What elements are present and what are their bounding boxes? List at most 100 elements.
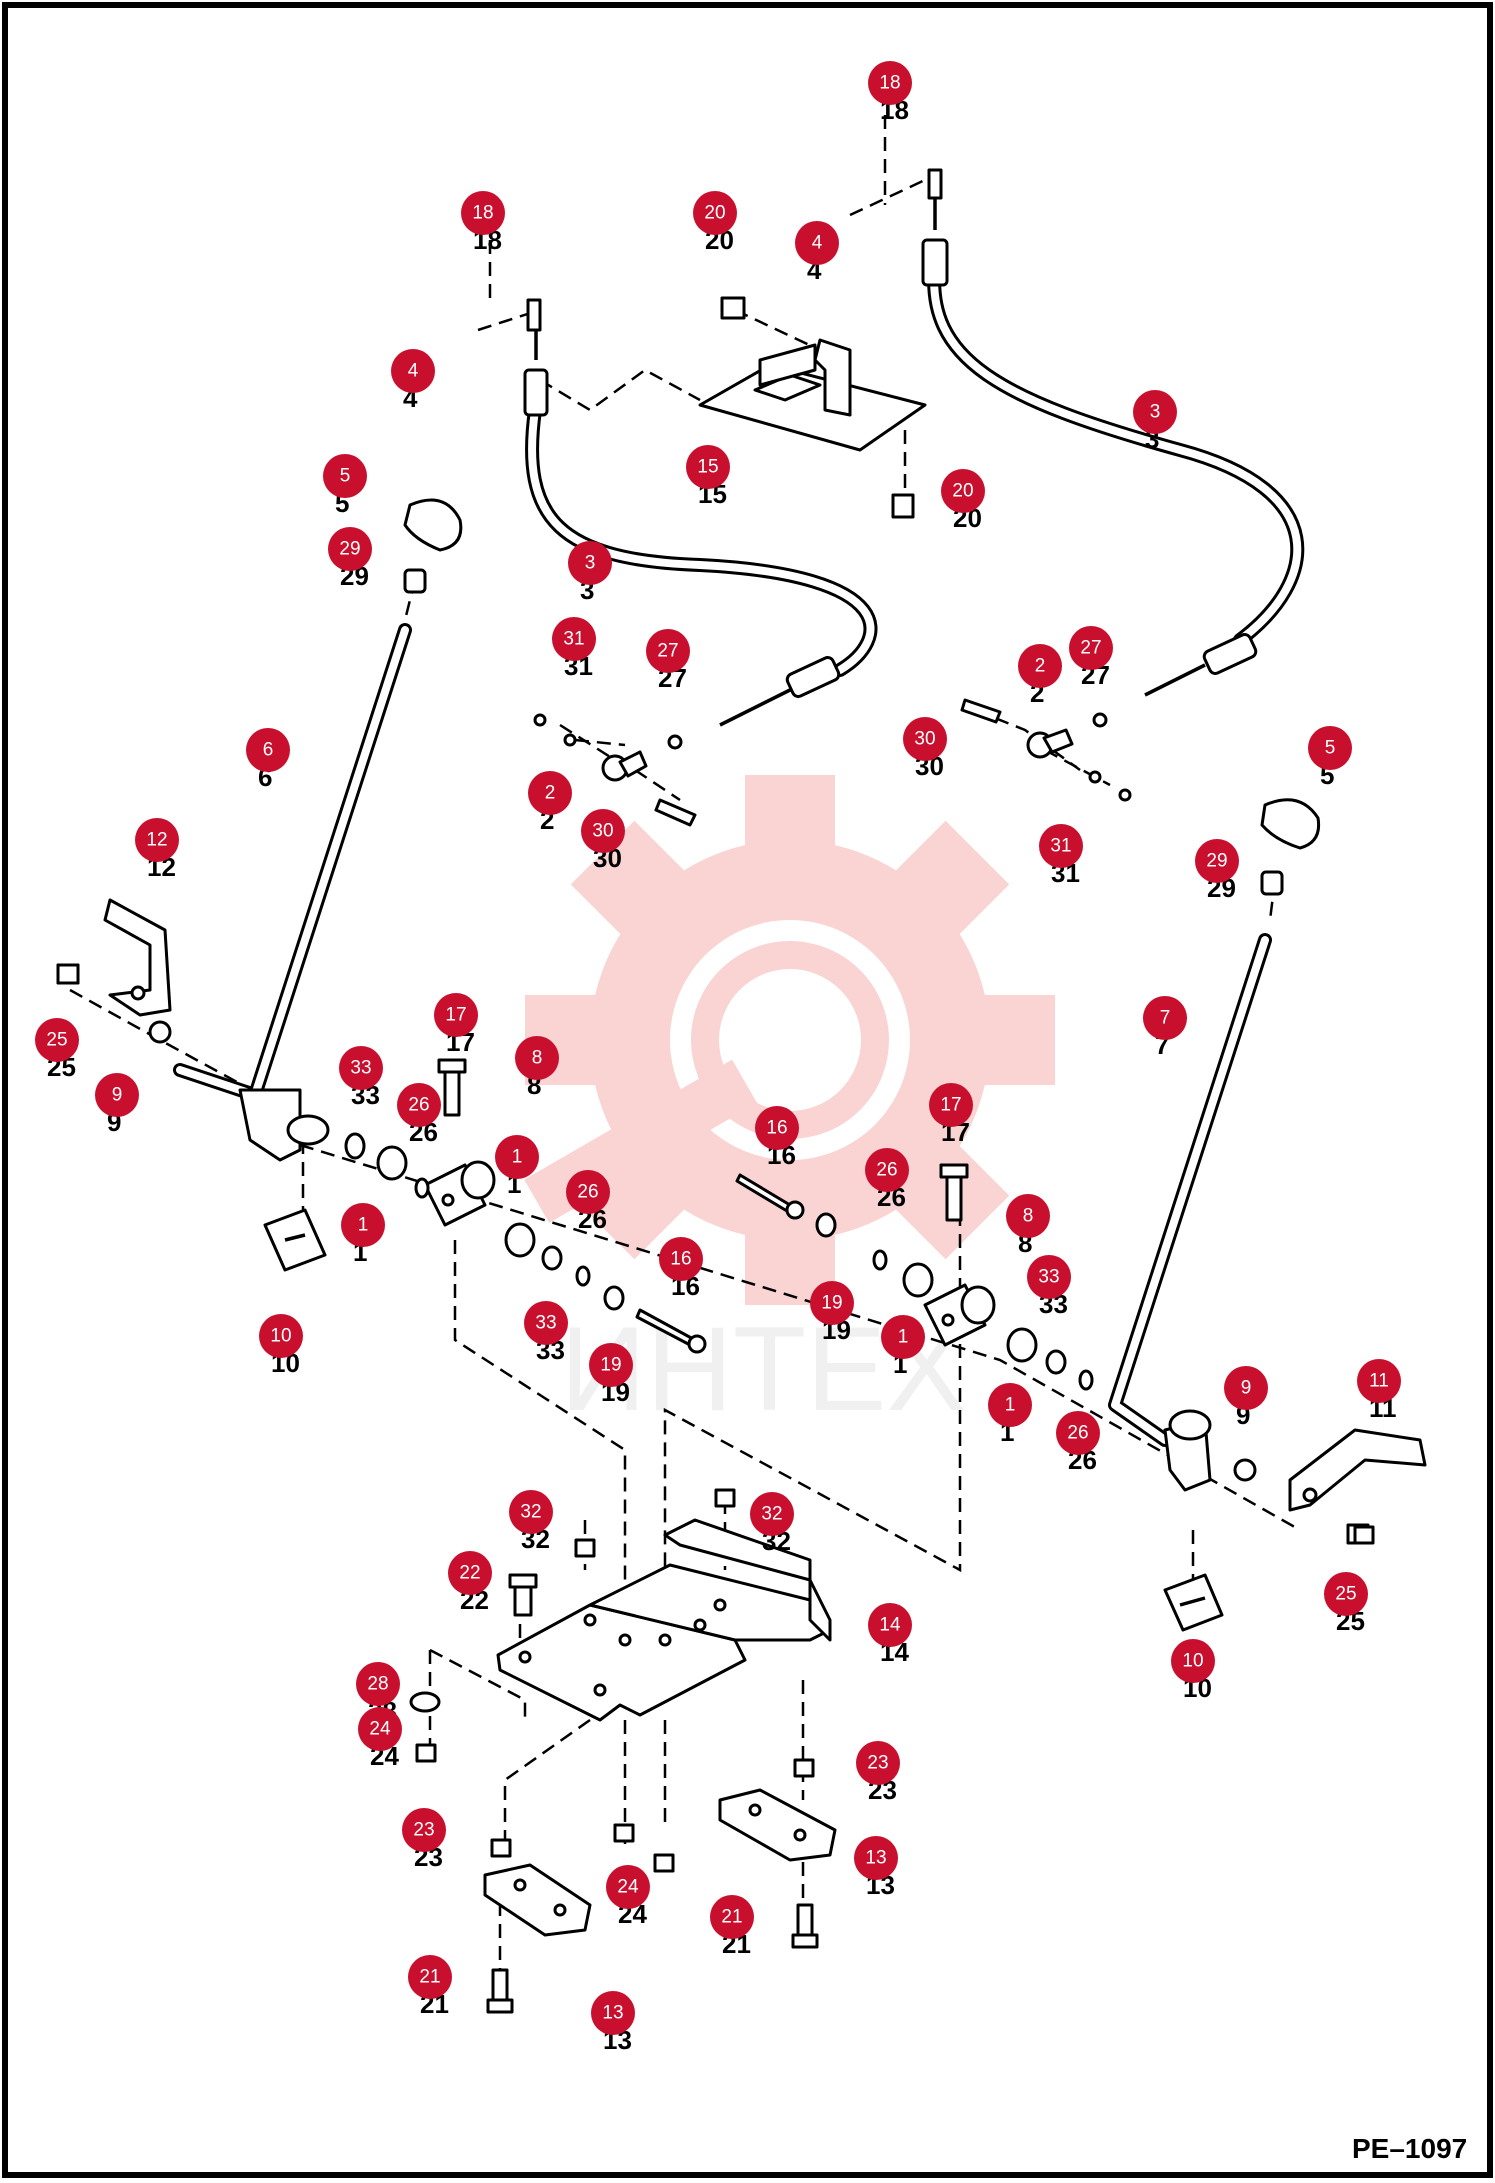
callout-9: 99 bbox=[1224, 1366, 1268, 1430]
base-plate-14 bbox=[496, 1518, 832, 1722]
callout-label: 8 bbox=[1023, 1206, 1034, 1227]
callout-label: 21 bbox=[419, 1967, 440, 1988]
callout-label: 5 bbox=[1325, 738, 1336, 759]
callout-circle bbox=[929, 1083, 973, 1127]
callout-circle bbox=[1308, 726, 1352, 770]
callout-label: 26 bbox=[408, 1095, 429, 1116]
pivot-block-left bbox=[423, 1160, 496, 1227]
knob-right bbox=[1260, 798, 1321, 896]
lever-rod-6 bbox=[173, 623, 412, 1162]
callout-8: 88 bbox=[1006, 1194, 1050, 1258]
callout-label: 33 bbox=[1038, 1267, 1059, 1288]
callout-label: 4 bbox=[408, 361, 419, 382]
callout-label: 11 bbox=[1369, 1371, 1389, 1392]
callout-label: 7 bbox=[1160, 1008, 1171, 1029]
callout-circle bbox=[323, 454, 367, 498]
callout-circle bbox=[1027, 1255, 1071, 1299]
callout-4: 44 bbox=[795, 221, 839, 285]
callout-label: 2 bbox=[545, 783, 556, 804]
callout-circle bbox=[941, 469, 985, 513]
callout-circle bbox=[1195, 839, 1239, 883]
callout-circle bbox=[448, 1551, 492, 1595]
callout-label: 25 bbox=[1335, 1584, 1356, 1605]
callout-circle bbox=[1324, 1572, 1368, 1616]
pivot-block-right bbox=[923, 1283, 996, 1347]
callout-label: 30 bbox=[914, 729, 935, 750]
bracket-13-right bbox=[718, 1788, 837, 1862]
callout-label: 15 bbox=[697, 457, 718, 478]
callout-label: 24 bbox=[617, 1877, 639, 1898]
callout-label: 1 bbox=[898, 1327, 909, 1348]
reference-code: PE–1097 bbox=[1352, 2133, 1467, 2164]
callout-circle bbox=[528, 771, 572, 815]
callout-label: 31 bbox=[563, 629, 584, 650]
callout-label: 4 bbox=[812, 233, 823, 254]
cable-left bbox=[523, 298, 878, 727]
callout-circle bbox=[1039, 824, 1083, 868]
callout-label: 14 bbox=[879, 1615, 901, 1636]
callout-circle bbox=[868, 61, 912, 105]
callout-label: 27 bbox=[657, 641, 678, 662]
callout-label: 3 bbox=[1150, 402, 1161, 423]
callout-3: 33 bbox=[568, 541, 612, 605]
callout-label: 17 bbox=[940, 1095, 961, 1116]
callout-circle bbox=[1056, 1411, 1100, 1455]
callout-circle bbox=[356, 1662, 400, 1706]
callout-label: 19 bbox=[821, 1293, 842, 1314]
callout-label: 5 bbox=[340, 466, 351, 487]
callout-label: 27 bbox=[1080, 638, 1101, 659]
callout-circle bbox=[591, 1991, 635, 2035]
callout-label: 20 bbox=[952, 481, 973, 502]
pad-10-left bbox=[263, 1208, 327, 1272]
callout-label: 25 bbox=[46, 1030, 67, 1051]
callout-label: 30 bbox=[592, 821, 613, 842]
callout-label: 18 bbox=[879, 73, 900, 94]
callout-circle bbox=[1069, 626, 1113, 670]
callout-1: 11 bbox=[881, 1315, 925, 1379]
callout-label: 6 bbox=[263, 740, 274, 761]
callout-label: 29 bbox=[1206, 851, 1227, 872]
callout-circle bbox=[135, 818, 179, 862]
callout-circle bbox=[341, 1203, 385, 1247]
callout-circle bbox=[552, 617, 596, 661]
callout-label: 1 bbox=[1005, 1395, 1016, 1416]
callout-circle bbox=[868, 1603, 912, 1647]
callout-label: 8 bbox=[532, 1048, 543, 1069]
callout-circle bbox=[568, 541, 612, 585]
callout-circle bbox=[509, 1490, 553, 1534]
callout-label: 23 bbox=[413, 1820, 434, 1841]
callout-circle bbox=[339, 1046, 383, 1090]
callout-circle bbox=[358, 1707, 402, 1751]
callout-circle bbox=[524, 1301, 568, 1345]
callout-label: 9 bbox=[1241, 1378, 1252, 1399]
pad-10-right bbox=[1163, 1573, 1224, 1632]
callout-circle bbox=[408, 1955, 452, 1999]
callout-label: 1 bbox=[358, 1215, 369, 1236]
callout-label: 26 bbox=[1067, 1423, 1088, 1444]
callout-circle bbox=[856, 1741, 900, 1785]
callout-label: 16 bbox=[766, 1118, 787, 1139]
